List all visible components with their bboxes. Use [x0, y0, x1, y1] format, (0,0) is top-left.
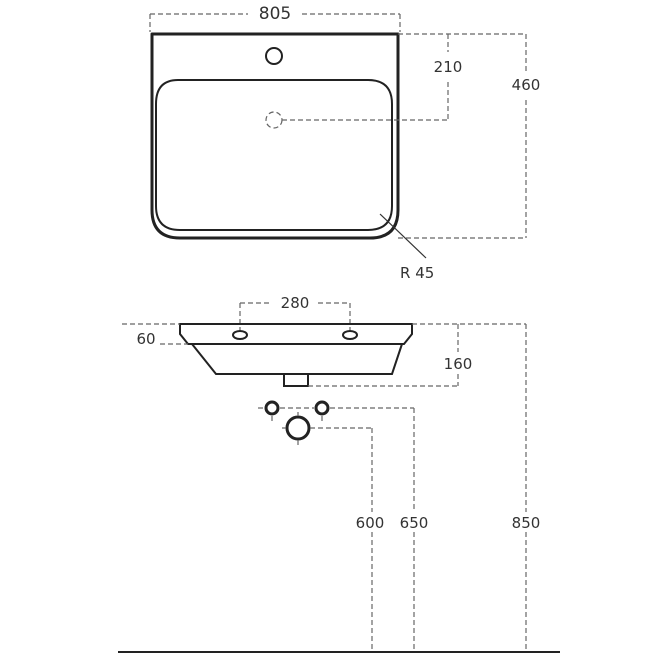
supply-pipe-left — [264, 400, 280, 416]
bracket-hole-left — [232, 330, 248, 340]
rim-height-label: 850 — [512, 514, 541, 532]
tap-offset-label: 210 — [434, 58, 463, 76]
pipe-height-650-label: 650 — [400, 514, 429, 532]
tap-hole — [265, 47, 283, 65]
bowl-depth-label: 160 — [444, 355, 473, 373]
pipe-height-600-label: 600 — [356, 514, 385, 532]
waste-pipe — [285, 415, 311, 441]
basin-outer-outline — [150, 32, 400, 240]
waste-outlet — [283, 373, 309, 387]
basin-rim-profile — [179, 323, 413, 345]
basin-bowl-profile — [191, 343, 403, 375]
top-view: 805 210 460 R 45 — [149, 4, 541, 282]
corner-radius-label: R 45 — [400, 264, 434, 282]
rim-thickness-label: 60 — [136, 330, 155, 348]
drain-hole-hidden — [265, 111, 283, 129]
side-view: 280 60 160 6 — [118, 294, 560, 653]
width-label: 805 — [259, 4, 291, 24]
bracket-spacing-label: 280 — [281, 294, 310, 312]
supply-pipe-right — [314, 400, 330, 416]
radius-leader — [379, 213, 427, 259]
basin-inner-bowl — [155, 79, 393, 231]
bracket-hole-right — [342, 330, 358, 340]
depth-label: 460 — [512, 76, 541, 94]
